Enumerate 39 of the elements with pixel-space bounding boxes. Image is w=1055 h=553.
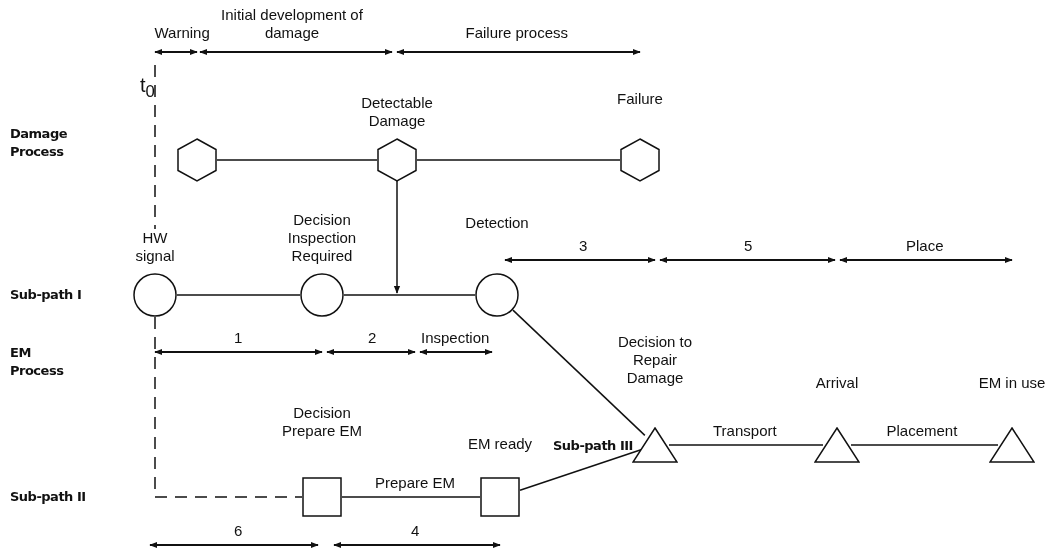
row-label: Damage Process	[10, 125, 68, 161]
interval-label: 1	[234, 329, 243, 347]
connector-line	[850, 444, 999, 446]
node-label: Detection	[464, 214, 530, 232]
interval-label: Initial development of damage	[220, 6, 364, 42]
connector-line	[341, 496, 481, 498]
row-label: EM Process	[10, 344, 65, 380]
interval-label: 3	[579, 237, 588, 255]
arrow	[393, 179, 401, 294]
node-label: EM in use	[977, 374, 1047, 392]
connector-line	[216, 159, 378, 161]
interval-label: 2	[368, 329, 377, 347]
connector-line	[343, 294, 476, 296]
interval-label: Inspection	[421, 329, 490, 347]
node-label: Arrival	[814, 374, 860, 392]
node-label: Decision Prepare EM	[280, 404, 363, 440]
interval-label: 4	[411, 522, 420, 540]
dashed-line	[154, 64, 156, 230]
node-label: EM ready	[467, 435, 533, 453]
connector-line	[176, 294, 301, 296]
connector-line	[668, 444, 824, 446]
connector-line	[416, 159, 621, 161]
node-label: Failure	[616, 90, 664, 108]
node-label: Decision Inspection Required	[286, 211, 358, 265]
dashed-line	[154, 316, 303, 498]
node-label: Decision to Repair Damage	[616, 333, 694, 387]
row-label: Sub-path III	[553, 437, 633, 455]
interval-label: 6	[234, 522, 243, 540]
interval-label: 5	[744, 237, 753, 255]
interval-label: Place	[906, 237, 944, 255]
node-label: Detectable Damage	[360, 94, 434, 130]
connector-line	[512, 309, 646, 437]
square-node	[467, 435, 533, 517]
row-label: Sub-path II	[10, 488, 86, 506]
time-label: t$_{0}$	[140, 76, 155, 101]
interval-label: Failure process	[465, 24, 569, 42]
interval-label: Warning	[154, 24, 210, 42]
node-label: HW signal	[134, 229, 176, 265]
row-label: Sub-path I	[10, 286, 82, 304]
